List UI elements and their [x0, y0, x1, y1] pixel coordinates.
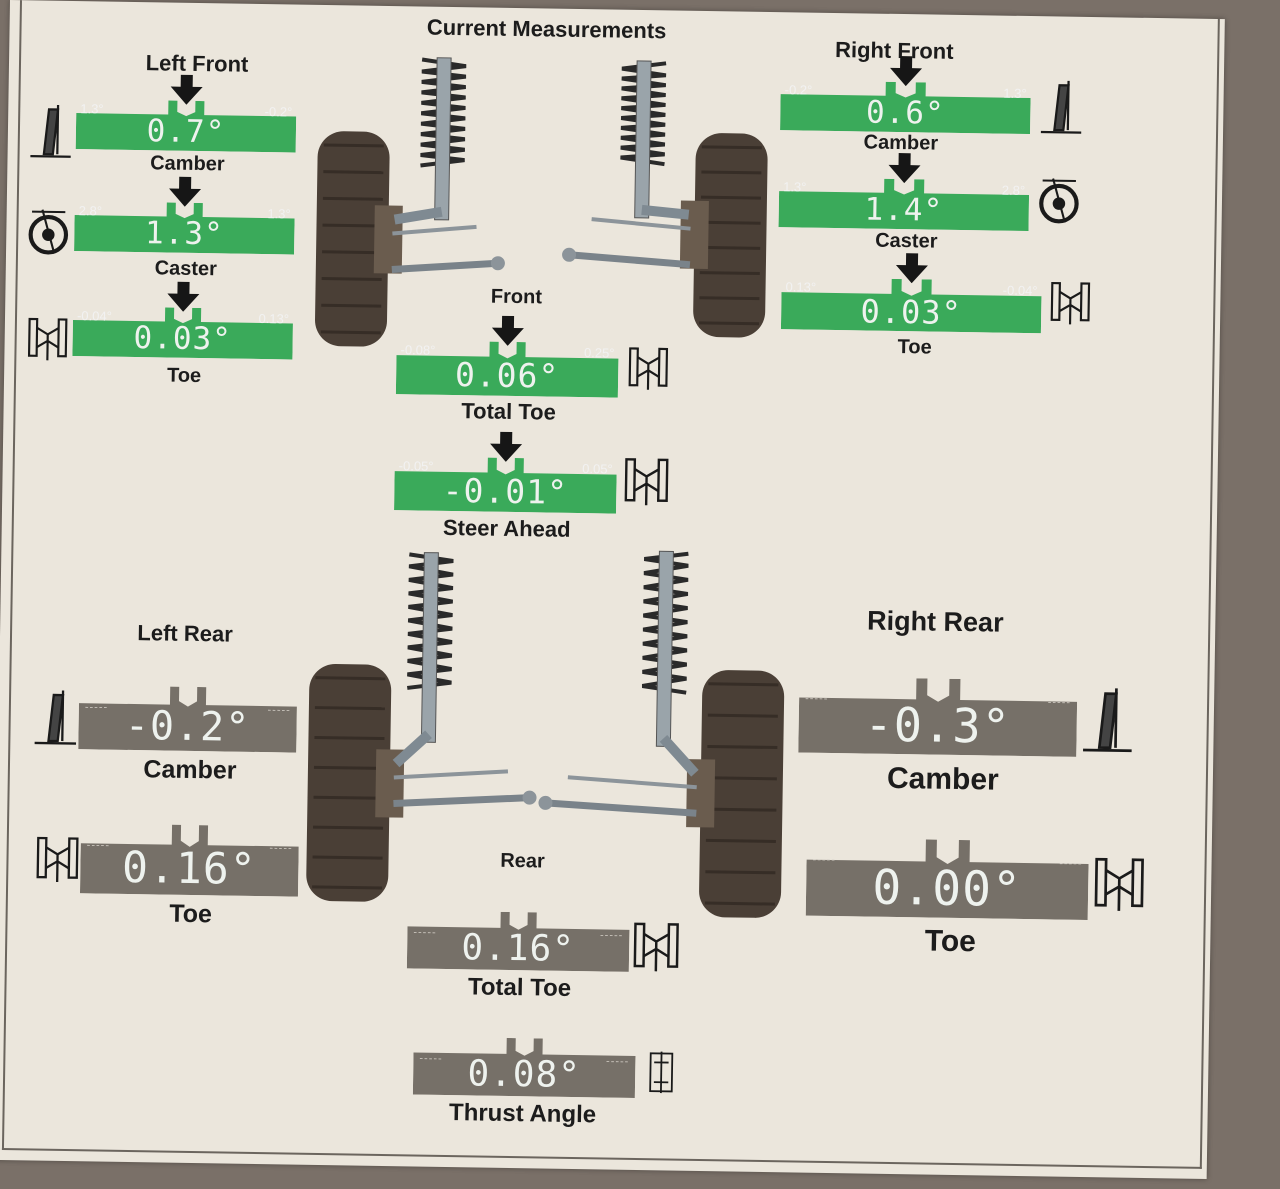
thrust-angle-gauge: ----------0.08° [412, 1036, 636, 1098]
page-title: Current Measurements [426, 14, 667, 44]
thrust-angle-label: Thrust Angle [448, 1099, 597, 1129]
camber-icon [28, 102, 75, 159]
tire [699, 670, 785, 918]
gauge-value: 0.06° [454, 355, 560, 396]
steer-ahead-gauge: -0.05°0.05°-0.01° [394, 431, 617, 514]
gauge-bar [805, 839, 1089, 921]
gauge-value: 0.08° [467, 1053, 582, 1097]
right-rear-heading: Right Rear [866, 605, 1004, 638]
gauge-value: 0.03° [860, 292, 963, 332]
camber-icon [32, 686, 79, 747]
toe-icon [24, 310, 71, 365]
left-rear-heading: Left Rear [137, 620, 233, 647]
gauge-bar [72, 307, 293, 360]
rear-total-toe-label: Total Toe [467, 973, 572, 1002]
front-total-toe-label: Total Toe [461, 398, 557, 425]
lf-camber-gauge: 1.3°-0.2°0.7° [75, 74, 297, 153]
rear-total-toe-gauge: ----------0.16° [406, 910, 630, 972]
gauge-bar [780, 81, 1031, 135]
lf-caster-gauge: 2.8°1.3°1.3° [74, 176, 295, 255]
gauge-value: 1.4° [864, 191, 944, 229]
lf-toe-gauge: -0.04°0.13°0.03° [72, 281, 293, 360]
thrust-icon [643, 1040, 680, 1105]
rf-toe-gauge: 0.13°-0.04°0.03° [780, 253, 1042, 334]
gauge-bar [798, 678, 1078, 757]
gauge-bar [395, 341, 619, 398]
caster-icon [1035, 174, 1084, 227]
gauge-value: -0.3° [864, 697, 1012, 755]
gauge-bar [79, 824, 299, 897]
tire [306, 663, 392, 902]
lr-camber-gauge: -----------0.2° [78, 685, 297, 753]
left-front-heading: Left Front [145, 50, 249, 77]
gauge-value: 1.3° [144, 215, 224, 253]
gauge-bar [780, 278, 1042, 334]
rf-camber-label: Camber [863, 131, 939, 155]
front-left-suspension-illustration [305, 50, 510, 353]
rf-toe-label: Toe [897, 335, 932, 359]
toe-icon [624, 340, 673, 395]
toe-icon [622, 450, 671, 511]
gauge-pointer-arrow [890, 55, 923, 87]
gauge-bar [78, 686, 297, 753]
caster-icon [24, 205, 73, 258]
lf-caster-label: Caster [154, 257, 218, 281]
gauge-pointer-arrow [491, 315, 524, 346]
gauge-pointer-arrow [888, 152, 921, 184]
lr-toe-gauge: ----------0.16° [79, 823, 299, 897]
toe-icon [1092, 847, 1147, 918]
lr-toe-label: Toe [169, 899, 213, 929]
gauge-value: 0.7° [146, 113, 226, 151]
gauge-pointer-arrow [895, 253, 928, 284]
gauge-value: 0.16° [121, 842, 257, 895]
gauge-pointer-arrow [170, 74, 203, 105]
lr-camber-label: Camber [143, 755, 237, 785]
gauge-value: -0.2° [124, 702, 251, 751]
printout-sheet: Current Measurements Front Rear Left Fro… [0, 0, 1225, 1179]
camber-icon [1038, 78, 1085, 135]
rear-right-suspension-illustration [536, 543, 797, 922]
front-total-toe-gauge: -0.08°0.25°0.06° [395, 315, 619, 398]
gauge-bar [412, 1037, 636, 1098]
gauge-value: -0.01° [442, 470, 569, 512]
rear-left-suspension-illustration [296, 545, 542, 909]
gauge-bar [406, 911, 630, 972]
lf-toe-label: Toe [166, 364, 202, 388]
front-right-suspension-illustration [560, 54, 779, 342]
toe-icon [1047, 274, 1094, 329]
rf-caster-gauge: 1.3°2.8°1.4° [778, 152, 1030, 232]
gauge-value: 0.00° [871, 859, 1023, 919]
rf-caster-label: Caster [875, 229, 938, 253]
gauge-pointer-arrow [490, 431, 523, 462]
rr-toe-gauge: ----------0.00° [805, 838, 1089, 921]
gauge-bar [778, 178, 1030, 232]
gauge-value: 0.6° [865, 94, 945, 132]
rr-camber-gauge: -----------0.3° [798, 676, 1078, 757]
tire [315, 131, 390, 347]
gauge-value: 0.16° [461, 927, 576, 970]
gauge-pointer-arrow [169, 176, 202, 207]
toe-icon [34, 826, 81, 889]
gauge-bar [394, 457, 617, 514]
rr-camber-label: Camber [886, 761, 999, 797]
tire [693, 133, 768, 338]
gauge-value: 0.03° [133, 319, 233, 358]
rf-camber-gauge: -0.2°1.3°0.6° [780, 55, 1031, 135]
toe-icon [631, 914, 682, 977]
steer-ahead-label: Steer Ahead [442, 514, 571, 542]
camber-icon [1080, 685, 1135, 754]
lf-camber-label: Camber [150, 152, 225, 176]
gauge-bar [74, 202, 295, 255]
gauge-pointer-arrow [167, 281, 200, 312]
gauge-bar [75, 100, 297, 153]
rr-toe-label: Toe [924, 924, 977, 959]
